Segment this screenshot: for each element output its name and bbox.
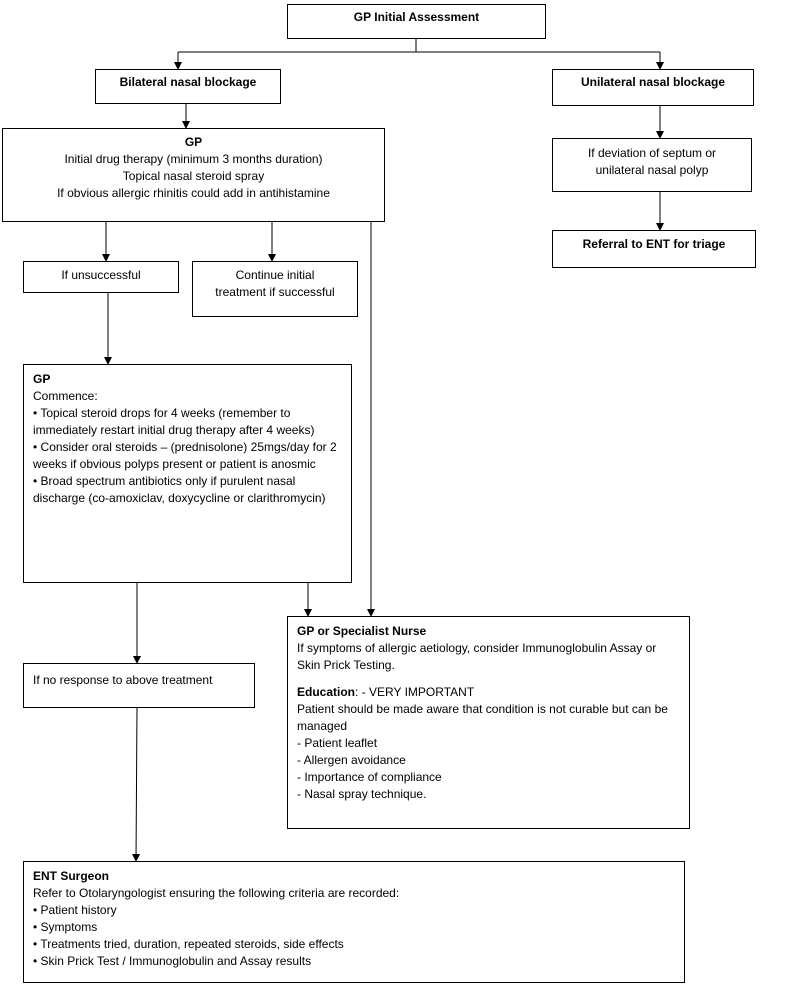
referral-title: Referral to ENT for triage: [582, 237, 726, 251]
gp-commence-bullet-3: • Broad spectrum antibiotics only if pur…: [33, 474, 326, 505]
education-rest: : - VERY IMPORTANT: [355, 685, 475, 699]
ent-bullet-2: • Symptoms: [33, 920, 98, 934]
gp-commence-bullet-1: • Topical steroid drops for 4 weeks (rem…: [33, 406, 315, 437]
no-response-box: If no response to above treatment: [23, 663, 255, 708]
gp-commence-title: GP: [33, 372, 51, 386]
ent-bullet-1: • Patient history: [33, 903, 117, 917]
gp-drug-line-3: If obvious allergic rhinitis could add i…: [57, 186, 330, 200]
unilateral-blockage-title: Unilateral nasal blockage: [580, 75, 726, 89]
no-response-title: If no response to above treatment: [33, 673, 213, 687]
unsuccessful-box: If unsuccessful: [23, 261, 179, 293]
ent-surgeon-box: ENT Surgeon Refer to Otolaryngologist en…: [23, 861, 685, 983]
gp-commence-bullet-2: • Consider oral steroids – (prednisolone…: [33, 440, 337, 471]
bilateral-blockage-title: Bilateral nasal blockage: [119, 75, 257, 89]
ent-intro: Refer to Otolaryngologist ensuring the f…: [33, 886, 400, 900]
education-item-4: - Nasal spray technique.: [297, 787, 427, 801]
bilateral-blockage-box: Bilateral nasal blockage: [95, 69, 281, 104]
gp-commence-intro: Commence:: [33, 389, 98, 403]
education-item-1: - Patient leaflet: [297, 736, 378, 750]
ent-title: ENT Surgeon: [33, 869, 110, 883]
education-text: Patient should be made aware that condit…: [297, 702, 668, 733]
specialist-title: GP or Specialist Nurse: [297, 624, 427, 638]
specialist-nurse-box: GP or Specialist Nurse If symptoms of al…: [287, 616, 690, 829]
arrow-to-ent: [132, 707, 141, 862]
deviation-line-1: If deviation of septum or: [587, 146, 717, 160]
education-label: Education: [297, 685, 356, 699]
deviation-box: If deviation of septum or unilateral nas…: [552, 138, 752, 192]
unilateral-blockage-box: Unilateral nasal blockage: [552, 69, 754, 106]
gp-initial-assessment-box: GP Initial Assessment: [287, 4, 546, 39]
gp-drug-line-2: Topical nasal steroid spray: [122, 169, 265, 183]
continue-treatment-box: Continue initial treatment if successful: [192, 261, 358, 317]
ent-bullet-3: • Treatments tried, duration, repeated s…: [33, 937, 344, 951]
gp-commence-box: GP Commence: • Topical steroid drops for…: [23, 364, 352, 583]
continue-line-2: treatment if successful: [215, 285, 335, 299]
education-heading: Education: - VERY IMPORTANT: [297, 684, 680, 701]
ent-bullet-4: • Skin Prick Test / Immunoglobulin and A…: [33, 954, 312, 968]
specialist-para: If symptoms of allergic aetiology, consi…: [297, 641, 657, 672]
referral-box: Referral to ENT for triage: [552, 230, 756, 268]
education-item-3: - Importance of compliance: [297, 770, 442, 784]
education-item-2: - Allergen avoidance: [297, 753, 406, 767]
gp-drug-line-1: Initial drug therapy (minimum 3 months d…: [64, 152, 323, 166]
unsuccessful-title: If unsuccessful: [61, 268, 141, 282]
gp-initial-assessment-title: GP Initial Assessment: [353, 10, 480, 24]
gp-initial-drug-box: GP Initial drug therapy (minimum 3 month…: [2, 128, 385, 222]
deviation-line-2: unilateral nasal polyp: [595, 163, 709, 177]
continue-line-1: Continue initial: [235, 268, 315, 282]
gp-drug-title: GP: [184, 135, 203, 149]
